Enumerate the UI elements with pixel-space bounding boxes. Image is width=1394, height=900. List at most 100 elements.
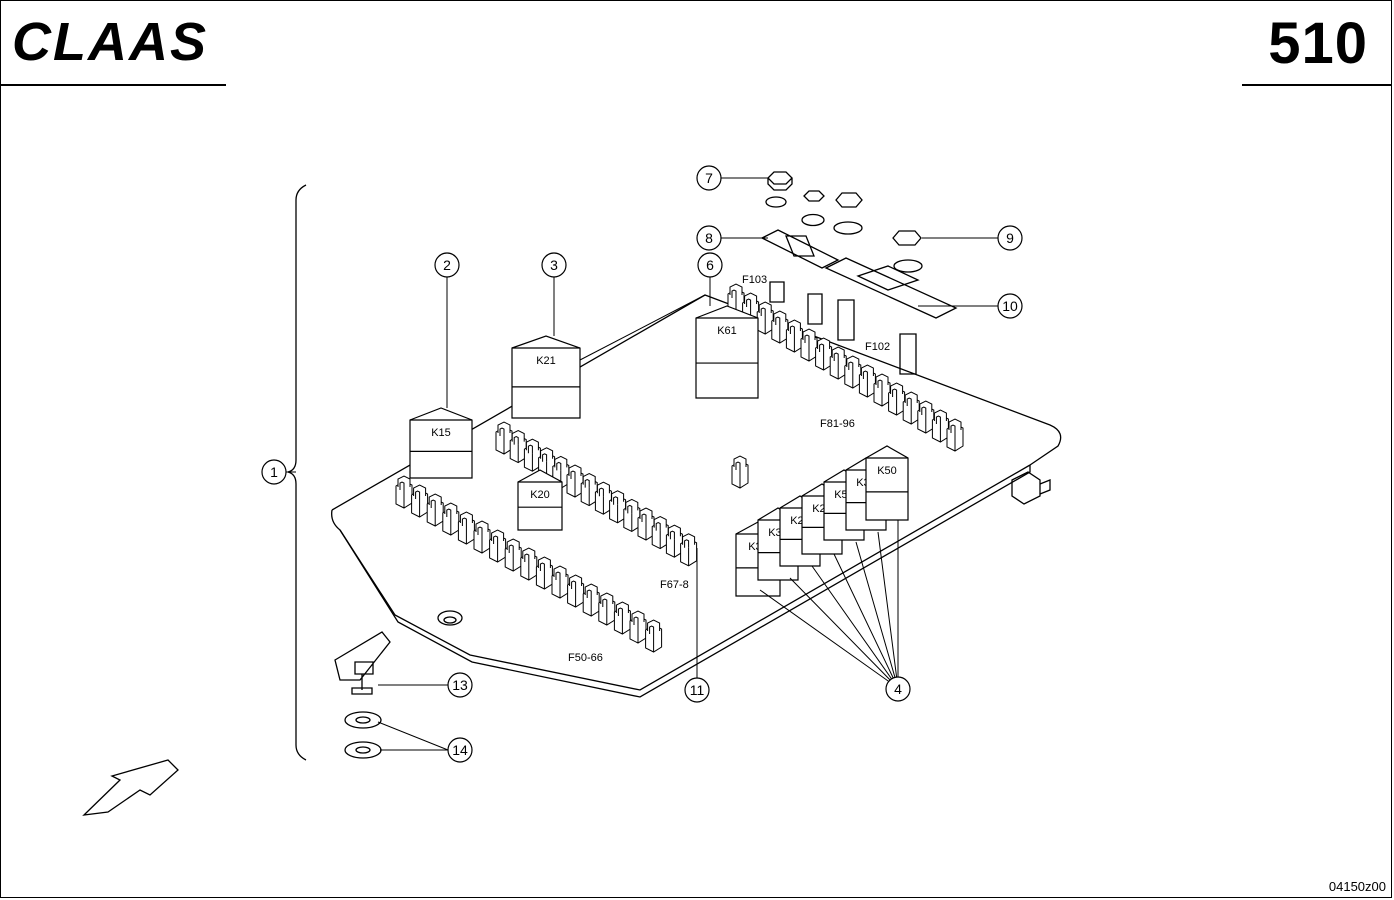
fuse-block bbox=[800, 328, 818, 362]
fuse-label-f50: F50-66 bbox=[568, 652, 603, 664]
board-outline-top bbox=[331, 294, 1062, 511]
fuse-label-f67: F67-8 bbox=[660, 579, 689, 591]
fuse-block bbox=[504, 538, 522, 572]
callout-number: 2 bbox=[443, 257, 451, 273]
relay-k21: K21 bbox=[511, 335, 581, 419]
fuse-block bbox=[731, 455, 749, 489]
fuse-block bbox=[426, 493, 444, 527]
fuse-block bbox=[594, 481, 612, 515]
bolt-f103 bbox=[769, 281, 785, 303]
callout-3: 3 bbox=[541, 252, 567, 278]
fuse-block bbox=[771, 310, 789, 344]
fuse-block bbox=[442, 502, 460, 536]
relay-group: K15K21K20K61K33K32K23K22K51K31K50 bbox=[409, 305, 909, 597]
leader-line bbox=[579, 294, 706, 361]
fuse-block bbox=[665, 524, 683, 558]
header-rule-right bbox=[1242, 84, 1392, 86]
nut-b bbox=[835, 192, 863, 208]
bolt-f102a bbox=[837, 299, 855, 341]
callout-8: 8 bbox=[696, 225, 722, 251]
callout-number: 7 bbox=[705, 170, 713, 186]
callout-10: 10 bbox=[997, 293, 1023, 319]
fuse-block bbox=[645, 619, 663, 653]
fuse-block bbox=[567, 574, 585, 608]
relay-k20: K20 bbox=[517, 469, 563, 531]
callout-number: 3 bbox=[550, 257, 558, 273]
fuse-block bbox=[844, 355, 862, 389]
fuse-block bbox=[580, 473, 598, 507]
fuse-block bbox=[609, 490, 627, 524]
fuse-block bbox=[651, 516, 669, 550]
callout-6: 6 bbox=[697, 252, 723, 278]
fuse-f103-strip bbox=[760, 229, 840, 269]
fuse-label-f81: F81-96 bbox=[820, 418, 855, 430]
leader-line bbox=[377, 721, 449, 751]
fuse-block bbox=[931, 409, 949, 443]
board-edge bbox=[339, 465, 1031, 698]
fuse-block bbox=[582, 583, 600, 617]
washer-b bbox=[833, 221, 863, 235]
callout-11: 11 bbox=[684, 677, 710, 703]
fuse-label-f102: F102 bbox=[865, 341, 890, 353]
leader-lines bbox=[284, 177, 1010, 751]
fuse-block bbox=[411, 484, 429, 518]
nut-9 bbox=[892, 230, 922, 246]
fuse-block bbox=[523, 438, 541, 472]
callout-number: 4 bbox=[894, 681, 902, 697]
washer-14b bbox=[344, 741, 382, 759]
fuse-block bbox=[829, 346, 847, 380]
board-outline-bottom bbox=[331, 464, 1031, 691]
fuse-block bbox=[680, 533, 698, 567]
washer-7 bbox=[765, 196, 787, 208]
fuse-block bbox=[946, 418, 964, 452]
leader-line bbox=[759, 520, 899, 689]
brand-logo-text: CLAAS bbox=[12, 14, 208, 66]
fuse-label-f103: F103 bbox=[742, 274, 767, 286]
callout-9: 9 bbox=[997, 225, 1023, 251]
fuse-rows bbox=[395, 283, 964, 653]
fuse-block bbox=[888, 382, 906, 416]
relay-label: K61 bbox=[717, 325, 737, 337]
fuse-block bbox=[858, 364, 876, 398]
washer-14a bbox=[344, 711, 382, 729]
callout-2: 2 bbox=[434, 252, 460, 278]
fuse-block bbox=[495, 421, 513, 455]
drawing-code: 04150z00 bbox=[1328, 879, 1386, 894]
relay-k15: K15 bbox=[409, 407, 473, 479]
mounting-hole bbox=[437, 610, 463, 626]
fuse-block bbox=[637, 507, 655, 541]
callout-13: 13 bbox=[447, 672, 473, 698]
fuse-block bbox=[756, 301, 774, 335]
fuse-block bbox=[623, 498, 641, 532]
callout-4: 4 bbox=[885, 676, 911, 702]
callout-number: 8 bbox=[705, 230, 713, 246]
fuse-block bbox=[815, 337, 833, 371]
callout-7: 7 bbox=[696, 165, 722, 191]
fuse-labels: F50-66 F67-8 F81-96 F102 F103 bbox=[568, 274, 890, 664]
fuse-block bbox=[457, 511, 475, 545]
fuse-block bbox=[613, 601, 631, 635]
callout-number: 9 bbox=[1006, 230, 1014, 246]
nut-7 bbox=[767, 171, 793, 191]
callout-1: 1 bbox=[261, 459, 287, 485]
clip-part bbox=[334, 631, 391, 695]
bolt-mid bbox=[807, 293, 823, 325]
nut-a bbox=[803, 190, 825, 202]
callout-number: 10 bbox=[1002, 298, 1018, 314]
washer-a bbox=[801, 213, 825, 227]
header-rule-left bbox=[0, 84, 226, 86]
fuse-block bbox=[785, 319, 803, 353]
relay-label: K15 bbox=[431, 427, 451, 439]
fuse-block bbox=[509, 430, 527, 464]
callout-number: 1 bbox=[270, 464, 278, 480]
fuse-f102-strip bbox=[824, 257, 958, 319]
callout-number: 13 bbox=[452, 677, 468, 693]
fuse-block bbox=[629, 610, 647, 644]
fuse-block bbox=[535, 556, 553, 590]
claas-logo: CLAAS bbox=[12, 14, 208, 66]
relay-label: K20 bbox=[530, 489, 550, 501]
relay-label: K21 bbox=[536, 355, 556, 367]
